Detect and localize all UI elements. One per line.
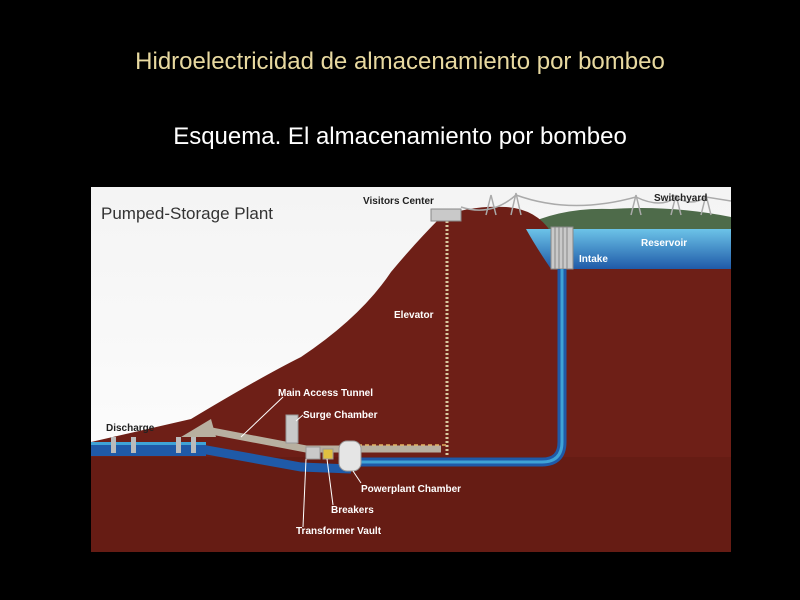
label-visitors-center: Visitors Center: [363, 196, 434, 207]
intake-structure: [550, 226, 574, 270]
transformer-vault: [305, 446, 321, 460]
upper-reservoir: [526, 229, 731, 269]
label-discharge: Discharge: [106, 423, 155, 434]
ground-shading: [91, 457, 731, 552]
label-main-access-tunnel: Main Access Tunnel: [278, 388, 373, 399]
distant-hill: [521, 208, 731, 232]
switchyard-towers: [460, 192, 731, 216]
label-intake: Intake: [579, 254, 608, 265]
leader-lines: [240, 396, 362, 528]
pumped-storage-diagram: Pumped-Storage Plant Visitors Center Swi…: [91, 187, 731, 552]
penstock-highlight: [351, 269, 564, 464]
slide-title: Hidroelectricidad de almacenamiento por …: [135, 48, 665, 75]
powerplant-chamber: [338, 440, 362, 472]
label-breakers: Breakers: [331, 505, 374, 516]
diagram-canvas: Pumped-Storage Plant Visitors Center Swi…: [91, 187, 731, 552]
slide-subtitle: Esquema. El almacenamiento por bombeo: [173, 123, 627, 150]
label-switchyard: Switchyard: [654, 193, 707, 204]
breakers: [322, 448, 334, 460]
label-elevator: Elevator: [394, 310, 434, 321]
label-surge-chamber: Surge Chamber: [303, 410, 378, 421]
tunnel-portal: [181, 419, 216, 437]
surge-chamber: [285, 414, 299, 444]
label-transformer-vault: Transformer Vault: [296, 526, 382, 537]
diagram-title: Pumped-Storage Plant: [101, 204, 273, 223]
visitors-center: [430, 208, 462, 222]
label-reservoir: Reservoir: [641, 238, 687, 249]
label-powerplant-chamber: Powerplant Chamber: [361, 484, 461, 495]
